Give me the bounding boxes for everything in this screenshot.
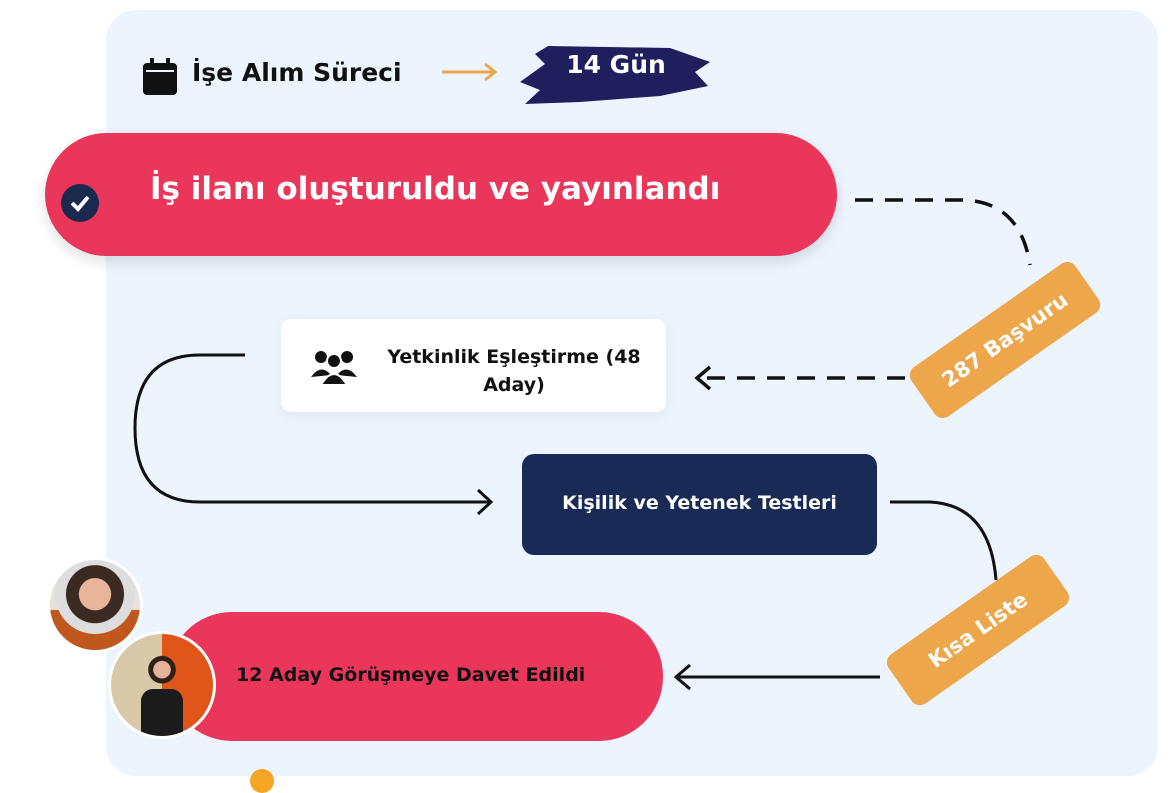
duration-text: 14 Gün [566, 50, 666, 79]
decorative-dot [250, 769, 274, 793]
step-interview-label: 12 Aday Görüşmeye Davet Edildi [236, 664, 586, 686]
check-icon [61, 184, 99, 222]
step-interview: 12 Aday Görüşmeye Davet Edildi [168, 612, 663, 741]
step-matching: Yetkinlik Eşleştirme (48 Aday) [281, 319, 666, 412]
arrow-right-icon [442, 62, 498, 82]
candidate-avatar-2 [108, 631, 216, 739]
step-matching-label: Yetkinlik Eşleştirme (48 Aday) [387, 346, 641, 396]
step-tests-label: Kişilik ve Yetenek Testleri [562, 492, 837, 514]
duration-badge: 14 Gün [520, 42, 712, 104]
step-tests: Kişilik ve Yetenek Testleri [522, 454, 877, 555]
candidate-avatar-1 [47, 557, 143, 653]
step-published-label: İş ilanı oluşturuldu ve yayınlandı [150, 171, 721, 207]
step-published: İş ilanı oluşturuldu ve yayınlandı [45, 133, 837, 256]
page-title: İşe Alım Süreci [192, 58, 402, 87]
calendar-icon [143, 58, 177, 95]
users-icon [311, 351, 357, 385]
